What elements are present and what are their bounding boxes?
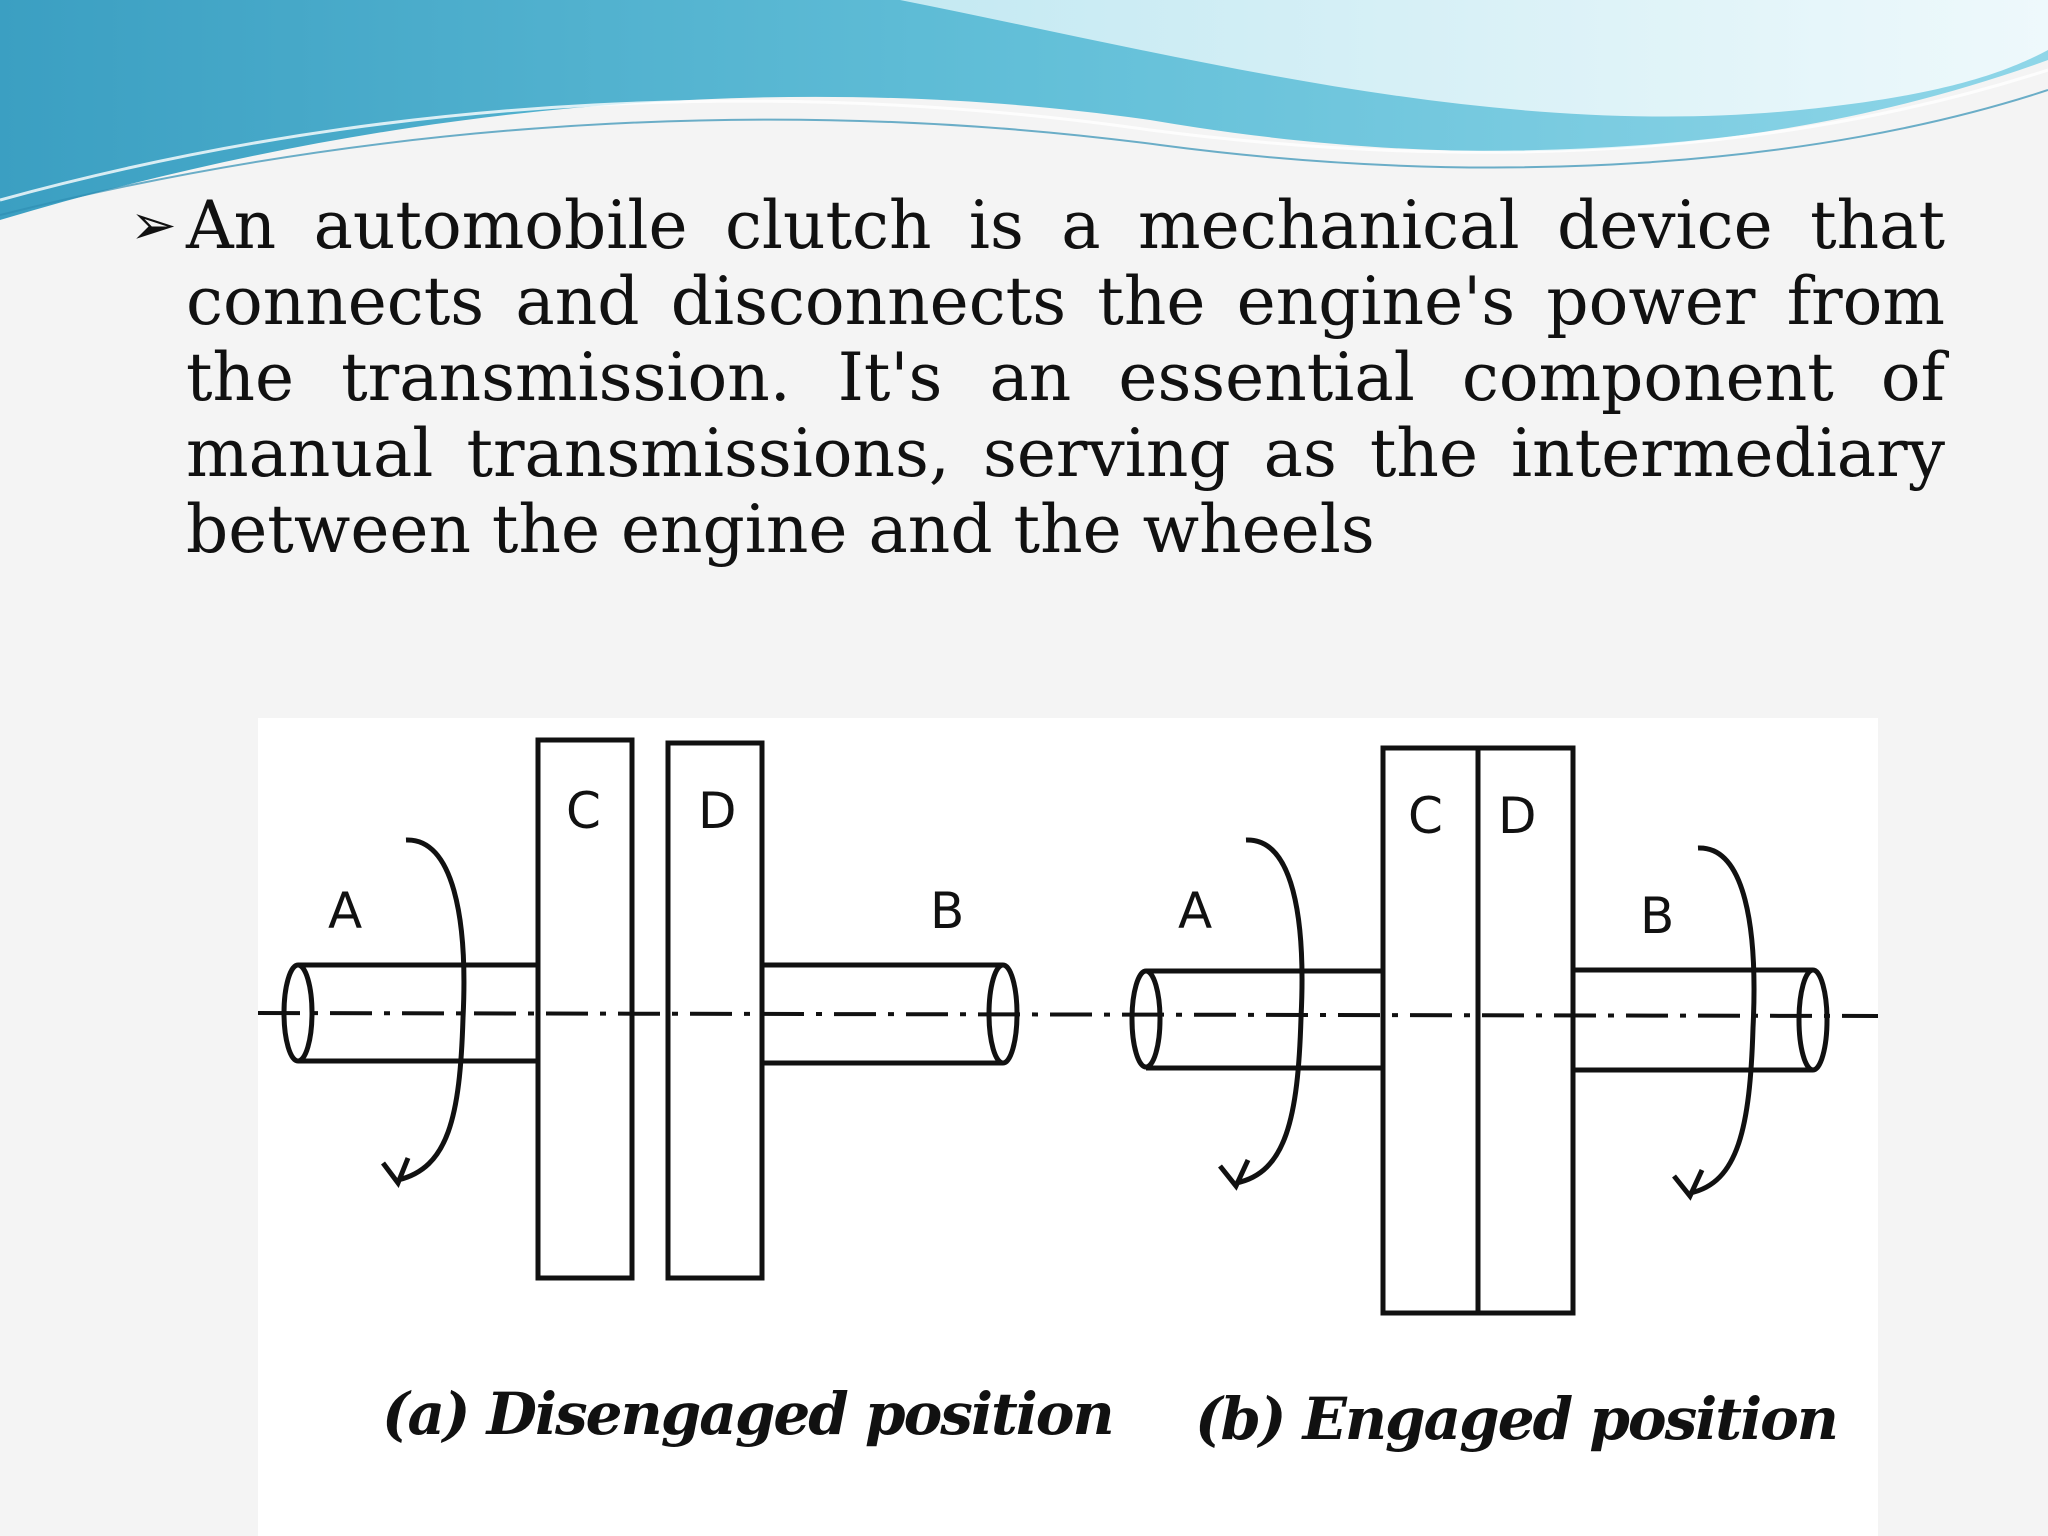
right-shaft-a — [1146, 968, 1383, 1071]
left-label-c: C — [566, 782, 601, 840]
left-label-d: D — [698, 782, 737, 840]
center-axis-line — [258, 1011, 1878, 1018]
right-shaft-b-end — [1796, 967, 1830, 1073]
left-plate-d — [665, 740, 765, 1281]
clutch-diagram: A C D B A C D B — [258, 718, 1878, 1536]
arrow-bullet-icon: ➢ — [130, 193, 177, 258]
right-rotation-arrow-a — [1235, 837, 1305, 1186]
bullet-paragraph: ➢ An automobile clutch is a mechanical d… — [130, 188, 1945, 568]
caption-disengaged: (a) Disengaged position — [382, 1380, 1115, 1448]
right-shaft-b — [1573, 967, 1813, 1073]
right-label-b: B — [1640, 887, 1674, 945]
right-label-d: D — [1498, 787, 1537, 845]
left-shaft-a — [298, 962, 538, 1064]
left-shaft-b — [762, 962, 1003, 1066]
right-rotation-arrow-b — [1689, 845, 1757, 1196]
right-shaft-a-end — [1129, 968, 1163, 1070]
left-rotation-arrow-a — [397, 837, 467, 1183]
header-wave-decoration — [0, 0, 2048, 220]
right-arrowhead-a — [1218, 1158, 1251, 1191]
clutch-diagram-drawing: A C D B A C D B — [258, 737, 1878, 1316]
left-plate-c — [535, 737, 635, 1281]
left-label-b: B — [930, 882, 964, 940]
caption-engaged: (b) Engaged position — [1195, 1385, 1839, 1453]
left-arrowhead-a — [381, 1157, 411, 1189]
right-label-c: C — [1408, 787, 1443, 845]
bullet-text: An automobile clutch is a mechanical dev… — [186, 187, 1945, 568]
right-label-a: A — [1178, 882, 1212, 940]
right-arrowhead-b — [1672, 1168, 1705, 1201]
left-label-a: A — [328, 882, 362, 940]
